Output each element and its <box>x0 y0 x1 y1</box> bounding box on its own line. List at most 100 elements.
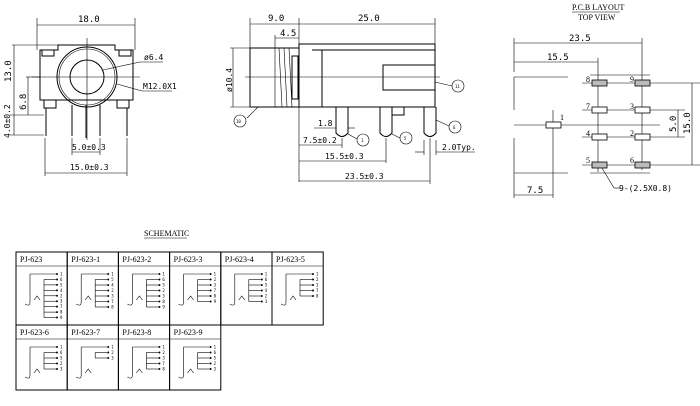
pin-label: 1 <box>162 345 165 350</box>
pin-label: 7 <box>60 304 63 309</box>
pin-label: 4 <box>60 288 63 293</box>
pin-label: 3 <box>60 299 63 304</box>
label-bore-diameter: ø6.4 <box>144 53 163 62</box>
pin-label: 1 <box>214 345 217 350</box>
model-name: PJ-623-3 <box>174 255 203 264</box>
callout-6: 6 <box>453 125 456 130</box>
dim-center-height: 6.8 <box>19 94 29 110</box>
dim-pin-typ: 2.0Typ. <box>442 143 476 152</box>
dim-pin-length: 4.0±0.2 <box>3 104 12 138</box>
pcb-dim-total: 23.5 <box>569 34 591 44</box>
pad-label-7: 7 <box>586 102 590 111</box>
pin-label: 4 <box>265 288 268 293</box>
dim-pin5: 15.5±0.3 <box>325 152 364 161</box>
front-view: 18.0 13.0 6.8 4.0±0.2 5.0±0.3 15.0±0.3 ø… <box>3 15 177 176</box>
pin-label: 3 <box>162 294 165 299</box>
pin-label: 1 <box>316 272 319 277</box>
callout-5: 5 <box>404 136 407 141</box>
pad-label-6: 6 <box>630 156 634 165</box>
pin-label: 2 <box>60 361 63 366</box>
pin-label: 5 <box>111 277 114 282</box>
pcb-dim-left: 7.5 <box>527 186 543 196</box>
callout-10: 10 <box>236 119 241 124</box>
pad-label-1: 1 <box>560 113 564 122</box>
pin-label: 5 <box>162 283 165 288</box>
dim-pin-spacing-outer: 15.0±0.3 <box>70 163 109 172</box>
pin-label: 3 <box>214 283 217 288</box>
dim-height: 13.0 <box>4 60 14 82</box>
pcb-dim-pitch: 5.0 <box>669 116 679 132</box>
pin-label: 9 <box>214 299 217 304</box>
pin-label: 7 <box>214 288 217 293</box>
pin-label: 5 <box>265 283 268 288</box>
side-view: 9.0 25.0 4.5 ø10.4 1.8 7.5±0.2 15.5±0.3 … <box>225 14 476 184</box>
model-name: PJ-623-5 <box>276 255 305 264</box>
schematic-title: SCHEMATIC <box>144 229 189 238</box>
pin-label: 1 <box>162 272 165 277</box>
label-thread: M12.0X1 <box>143 82 177 91</box>
pin-label: 7 <box>162 361 165 366</box>
pin-label: 3 <box>214 367 217 372</box>
pad-label-4: 4 <box>586 129 590 138</box>
pcb-pad-note: 9-(2.5X0.8) <box>619 184 672 193</box>
pin-label: 6 <box>265 277 268 282</box>
dim-pin1: 7.5±0.2 <box>303 136 337 145</box>
pin-label: 2 <box>111 288 114 293</box>
dim-pin-width: 1.8 <box>318 119 333 128</box>
pin-label: 1 <box>60 272 63 277</box>
pcb-dim-mid: 15.5 <box>547 53 569 63</box>
pad-label-5: 5 <box>586 156 590 165</box>
pin-label: 8 <box>316 294 319 299</box>
model-name: PJ-623-1 <box>71 255 100 264</box>
pin-label: 2 <box>214 277 217 282</box>
pcb-layout: P.C.B LAYOUT TOP VIEW 23.5 15.5 8 9 7 3 … <box>513 3 700 198</box>
pin-label: 8 <box>60 310 63 315</box>
pad-label-2: 2 <box>630 129 634 138</box>
pin-label: 7 <box>111 299 114 304</box>
callout-1: 1 <box>361 138 364 143</box>
dim-pin-spacing-inner: 5.0±0.3 <box>72 143 106 152</box>
pin-label: 2 <box>316 277 319 282</box>
pcb-title: P.C.B LAYOUT <box>572 3 624 12</box>
pin-label: 1 <box>265 272 268 277</box>
model-name: PJ-623-4 <box>225 255 254 264</box>
pin-label: 1 <box>111 272 114 277</box>
pin-label: 3 <box>60 367 63 372</box>
model-name: PJ-623-8 <box>122 328 151 337</box>
pin-label: 5 <box>60 356 63 361</box>
callout-11: 11 <box>455 84 460 89</box>
pin-label: 6 <box>214 350 217 355</box>
dim-nut-diameter: ø10.4 <box>225 68 234 92</box>
dim-nut-length: 9.0 <box>268 14 284 24</box>
pad-label-9: 9 <box>630 75 634 84</box>
pcb-subtitle: TOP VIEW <box>578 13 616 22</box>
schematic: SCHEMATIC PJ-623165423789PJ-623-11542378… <box>15 229 324 391</box>
pin-label: 3 <box>162 356 165 361</box>
pin-label: 7 <box>316 288 319 293</box>
model-name: PJ-623-2 <box>122 255 151 264</box>
pin-label: 9 <box>162 305 165 310</box>
pin-label: 8 <box>214 294 217 299</box>
dim-width: 18.0 <box>78 15 100 25</box>
pin-label: 5 <box>214 356 217 361</box>
pin-label: 8 <box>111 305 114 310</box>
pin-label: 2 <box>265 294 268 299</box>
pin-label: 4 <box>111 283 114 288</box>
pin-label: 3 <box>316 283 319 288</box>
pcb-dim-span: 15.0 <box>683 112 693 134</box>
pad-label-8: 8 <box>586 75 590 84</box>
dim-thread-length: 4.5 <box>280 29 296 39</box>
pin-label: 2 <box>162 350 165 355</box>
pin-label: 1 <box>111 345 114 350</box>
pin-label: 3 <box>111 356 114 361</box>
pin-label: 2 <box>214 361 217 366</box>
